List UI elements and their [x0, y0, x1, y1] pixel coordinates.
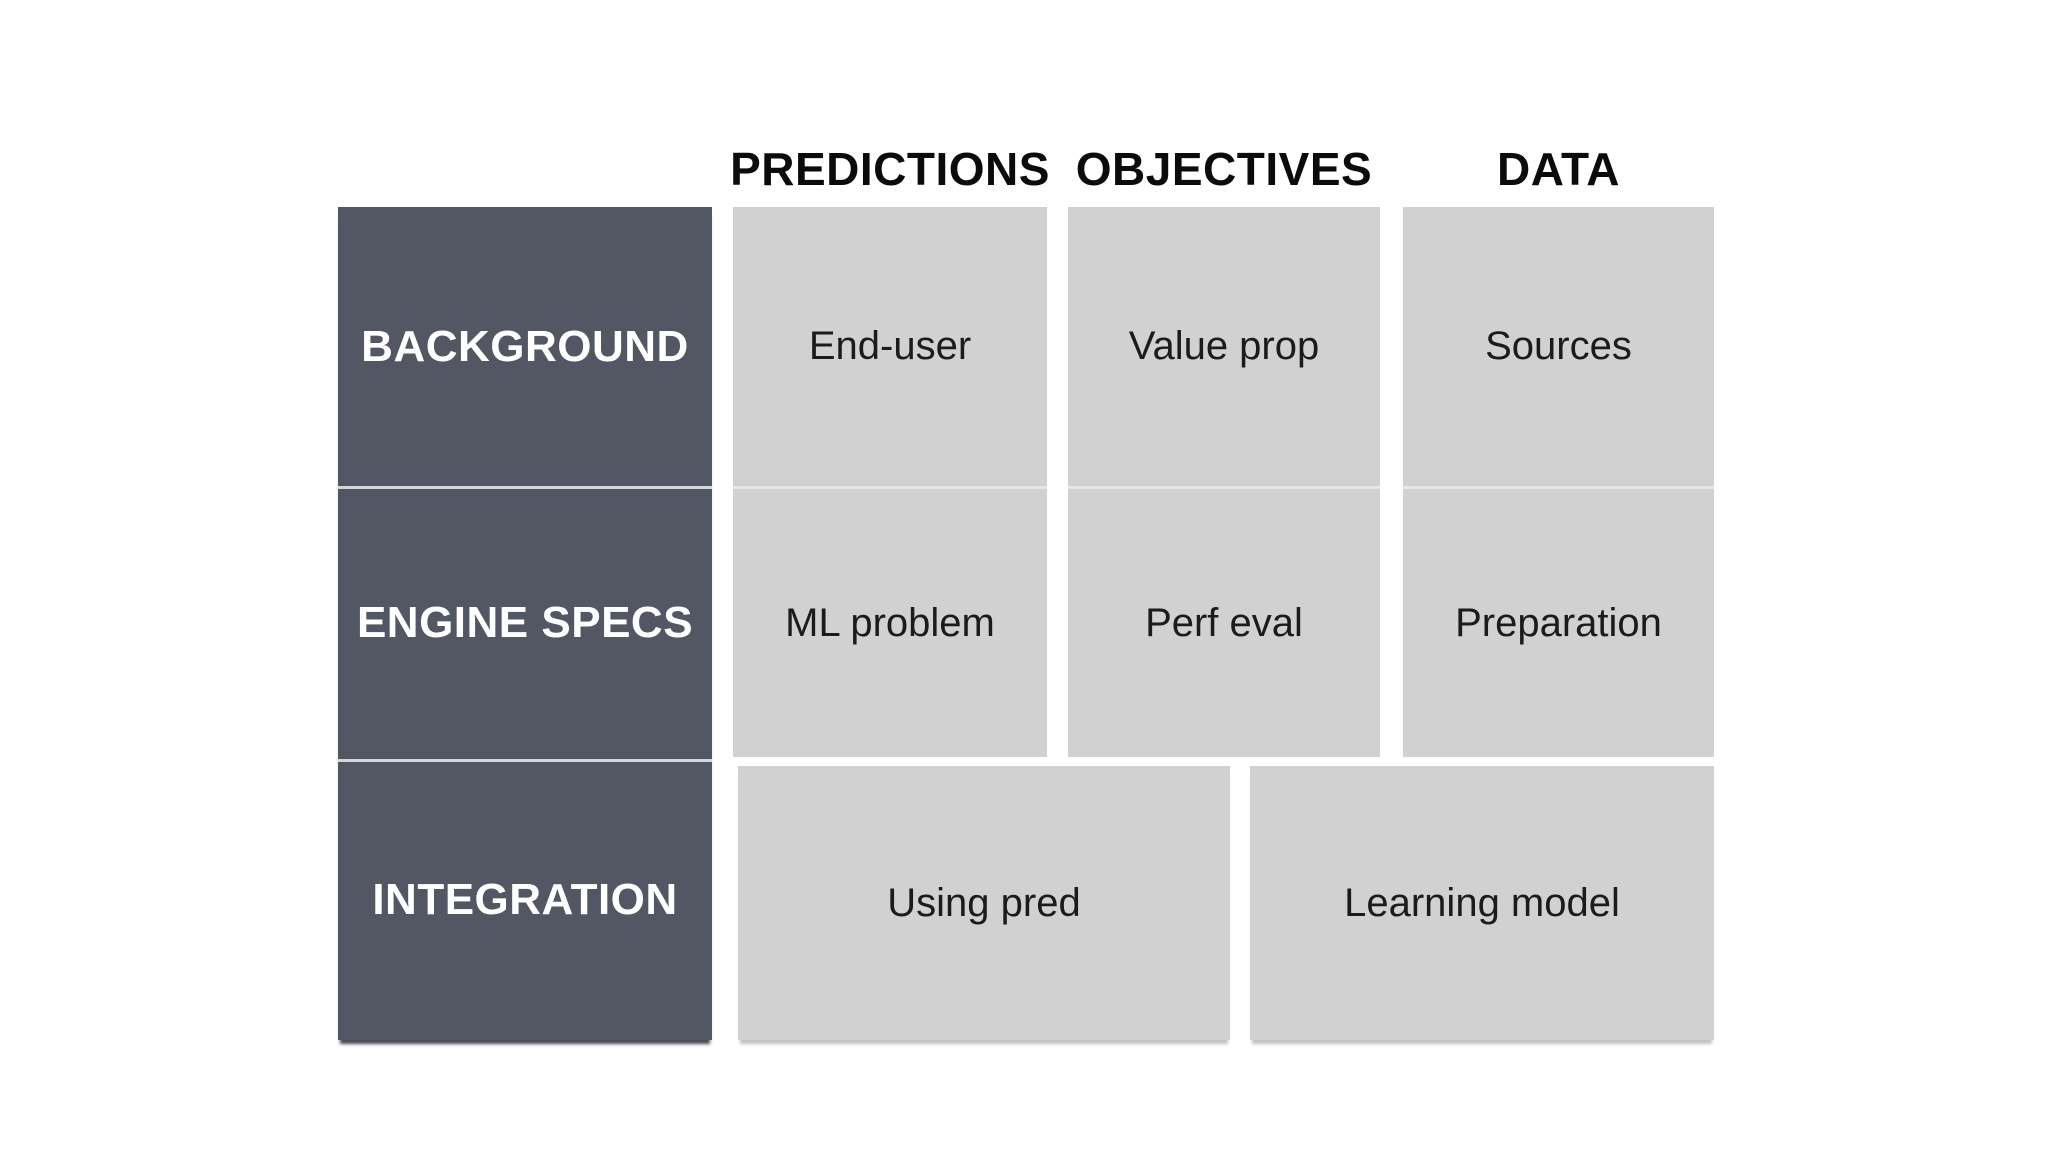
cell-row-divider: [733, 486, 1047, 489]
cell-engine-specs-predictions: ML problem: [733, 489, 1047, 757]
row-divider: [338, 486, 712, 489]
row-header-engine-specs: ENGINE SPECS: [356, 597, 694, 647]
cell-row-divider: [1403, 486, 1714, 489]
row-divider: [338, 759, 712, 762]
cell-background-data: Sources: [1403, 207, 1714, 486]
column-header-objectives: OBJECTIVES: [1075, 143, 1373, 195]
cell-engine-specs-data: Preparation: [1403, 489, 1714, 757]
cell-integration-using-pred: Using pred: [738, 766, 1230, 1040]
column-header-data: DATA: [1497, 143, 1620, 195]
cell-row-divider: [1068, 486, 1380, 489]
cell-background-objectives: Value prop: [1068, 207, 1380, 486]
cell-integration-learning-model: Learning model: [1250, 766, 1714, 1040]
cell-background-predictions: End-user: [733, 207, 1047, 486]
row-header-integration: INTEGRATION: [372, 874, 678, 924]
row-header-column: BACKGROUND ENGINE SPECS INTEGRATION: [338, 207, 712, 1040]
cell-engine-specs-objectives: Perf eval: [1068, 489, 1380, 757]
row-header-background: BACKGROUND: [361, 321, 689, 371]
column-header-predictions: PREDICTIONS: [730, 143, 1050, 195]
